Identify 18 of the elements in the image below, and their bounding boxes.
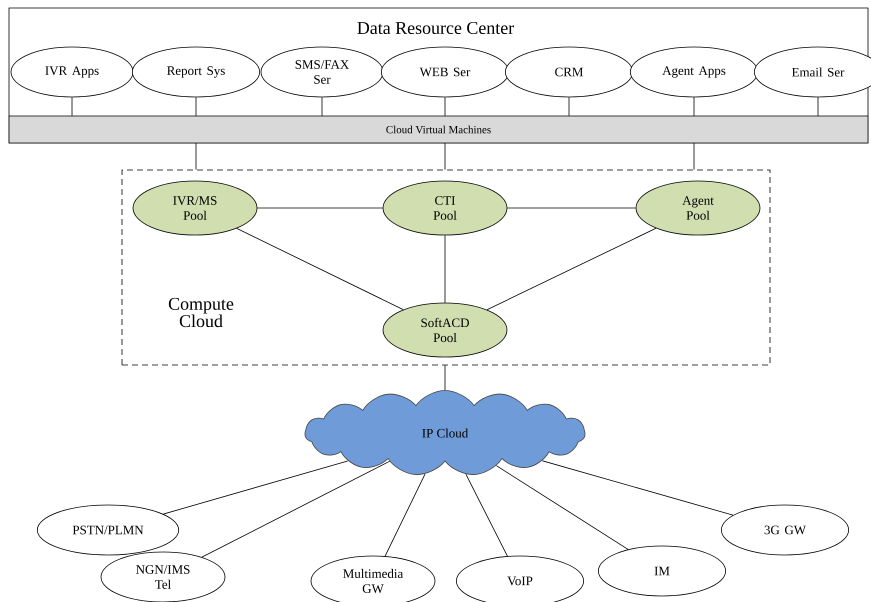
virtual-machine-bar: Cloud Virtual Machines: [8, 116, 868, 144]
connector-line: [542, 460, 734, 516]
connector-line: [444, 97, 446, 116]
connector-line: [444, 143, 446, 170]
network-cloud: IP Cloud: [304, 390, 586, 475]
group-label: Compute Cloud: [168, 298, 234, 328]
connector-line: [384, 474, 426, 556]
connector-line: [486, 228, 656, 310]
connector-line: [466, 474, 508, 556]
connector-line: [444, 365, 446, 390]
panel-title: Data Resource Center: [357, 22, 514, 34]
connector-line: [496, 465, 629, 550]
connector-line: [444, 235, 446, 303]
connector-line: [162, 460, 348, 514]
connector-line: [202, 460, 390, 558]
connector-line: [236, 228, 404, 310]
connector-line: [568, 97, 570, 116]
node-label: Email Ser: [792, 67, 844, 77]
